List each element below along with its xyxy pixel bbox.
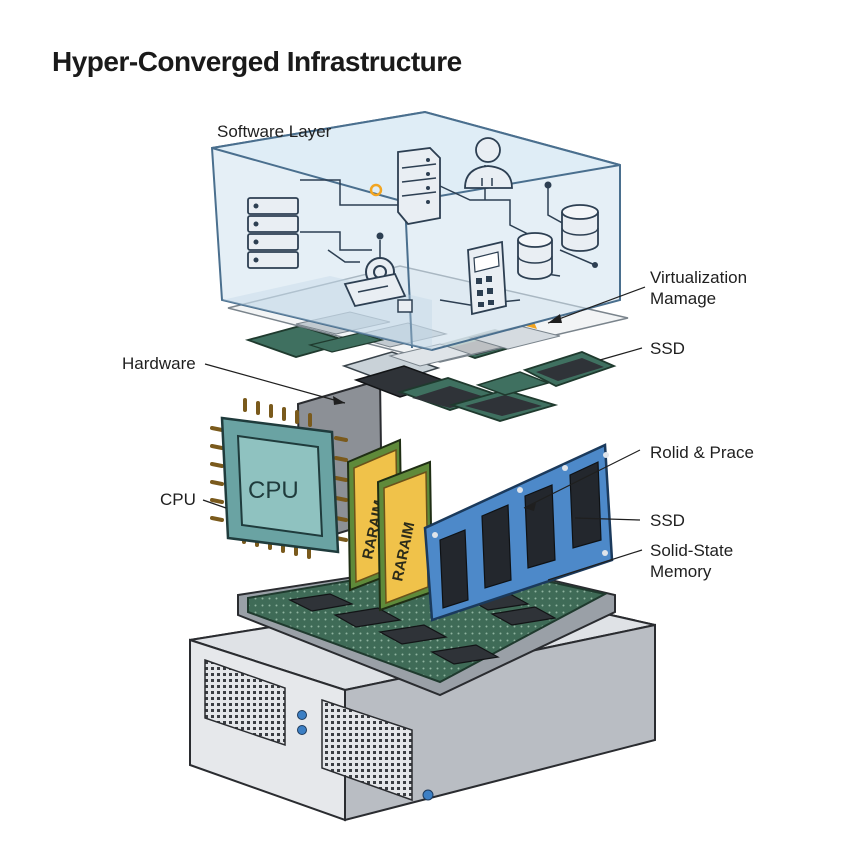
label-virtualization-2: Mamage <box>650 289 716 308</box>
server-rack-icon <box>397 147 441 225</box>
label-virtualization: Virtualization <box>650 268 747 287</box>
front-vent-right <box>321 698 413 802</box>
leader-solid-state <box>547 549 643 581</box>
server-stack-icon <box>247 197 299 269</box>
software-layer-box <box>210 110 621 352</box>
diagram-title: Hyper-Converged Infrastructure <box>52 46 462 77</box>
ssd-storage-board <box>423 443 614 622</box>
database-icon <box>561 204 599 252</box>
status-led-icon <box>297 725 307 735</box>
label-hardware: Hardware <box>122 354 196 373</box>
front-vent-left <box>204 658 286 747</box>
label-solid-state: Solid-State <box>650 541 733 560</box>
leader-hardware <box>204 363 346 404</box>
cpu-chip: CPU <box>210 398 348 559</box>
label-ssd-mid: SSD <box>650 511 685 530</box>
accent-node-icon <box>369 183 383 197</box>
leader-ssd-top <box>599 347 643 361</box>
leader-cpu <box>202 499 227 509</box>
label-rolid-prace: Rolid & Prace <box>650 443 754 462</box>
calculator-icon <box>467 240 507 316</box>
leader-rolid <box>523 449 641 509</box>
user-icon <box>464 137 513 189</box>
label-ssd-top: SSD <box>650 339 685 358</box>
power-button-icon <box>422 789 434 801</box>
label-solid-state-2: Memory <box>650 562 712 581</box>
database-icon <box>517 232 553 280</box>
leader-virtualization <box>547 286 646 324</box>
label-software-layer: Software Layer <box>217 122 332 141</box>
status-led-icon <box>297 710 307 720</box>
leader-ssd-mid <box>574 517 641 521</box>
cpu-chip-label: CPU <box>248 477 299 504</box>
ram-module-2: RARAIM <box>376 460 434 612</box>
label-cpu: CPU <box>160 490 196 509</box>
desktop-icon <box>343 272 413 313</box>
